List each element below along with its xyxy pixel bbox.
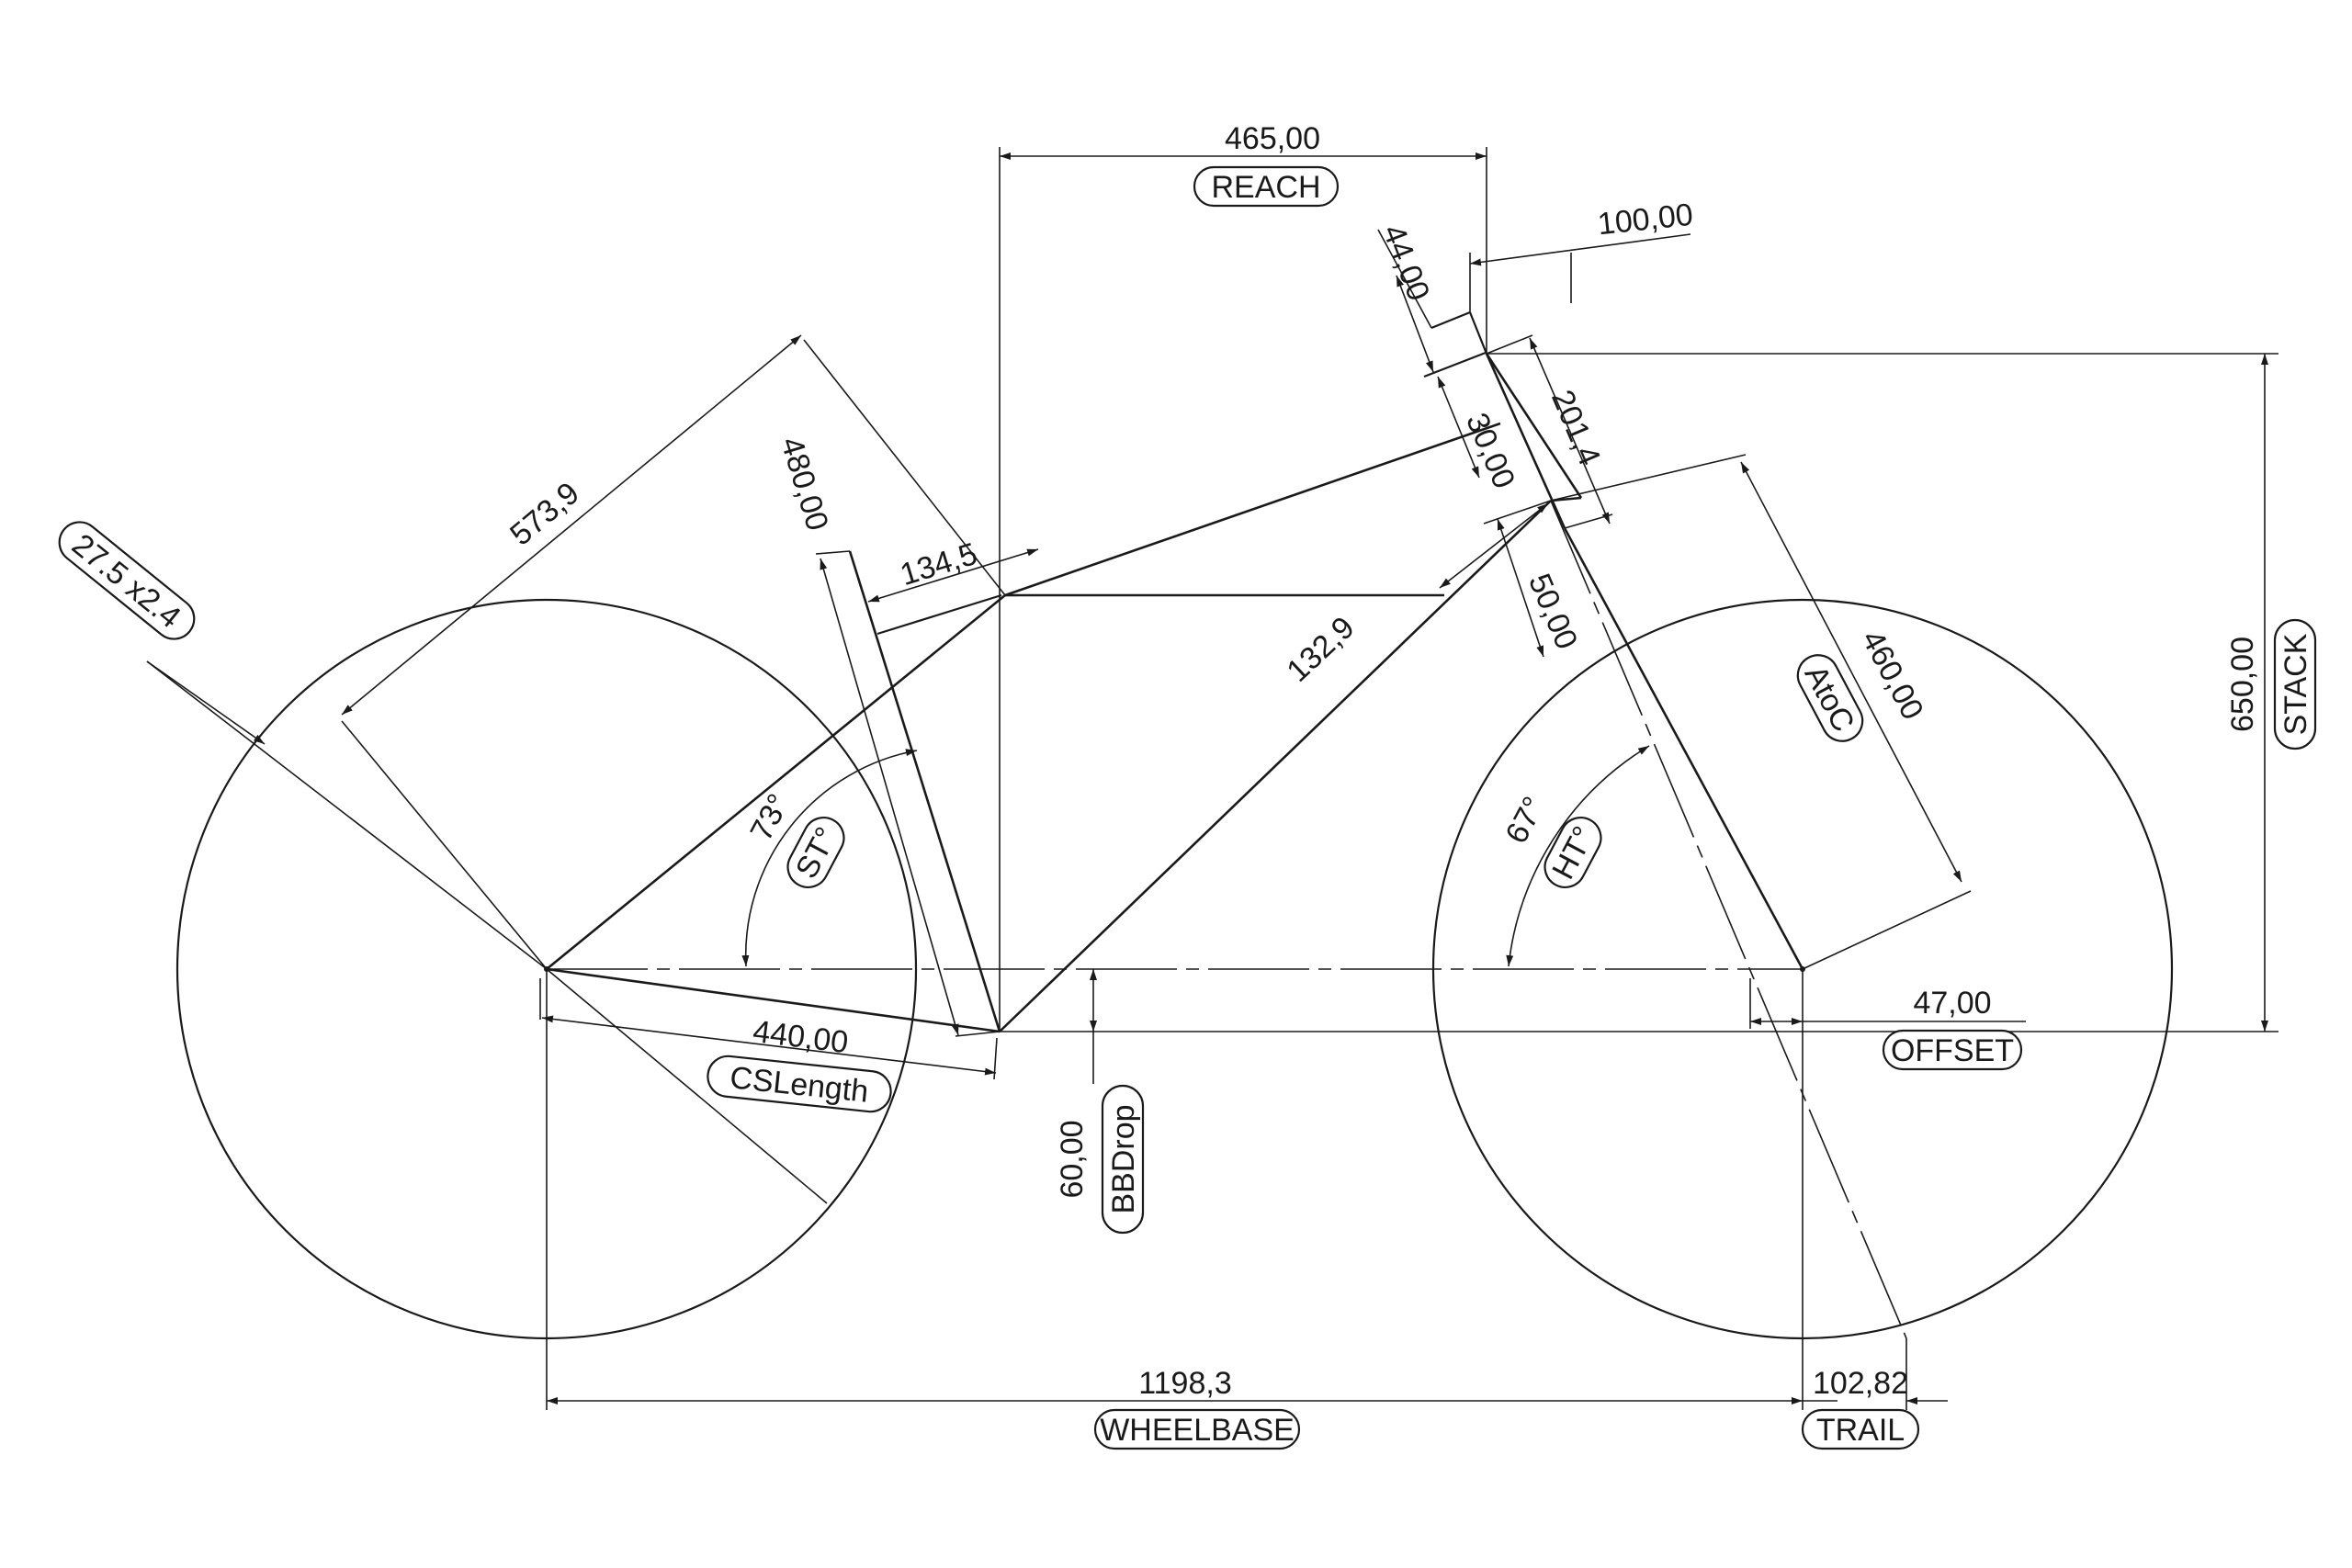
chainstay-label: CSLength — [729, 1060, 870, 1110]
seat-tube — [848, 550, 1001, 1032]
dim-atoc — [1740, 461, 1962, 883]
dim-201 — [1529, 337, 1611, 525]
dim-50 — [1497, 518, 1544, 658]
fork-offset-value: 47,00 — [1913, 986, 1991, 1021]
ext-573-a — [341, 720, 548, 970]
stack-label: STACK — [2278, 633, 2313, 735]
dim-tire-leader — [146, 660, 266, 745]
tire-size-label-box: 27.5 x2.4 — [58, 521, 196, 640]
steerer-top — [1468, 311, 1488, 355]
dim-573 — [341, 334, 802, 716]
wheelbase-value: 1198,3 — [1138, 1366, 1231, 1401]
bbdrop-value: 60,00 — [1055, 1120, 1090, 1198]
chainstay-value: 440,00 — [751, 1014, 850, 1060]
stack-label-box: STACK — [2273, 618, 2317, 750]
atoc-value: 460,00 — [1855, 625, 1930, 726]
ext-tire-leader — [146, 660, 548, 970]
top-tube-main — [1004, 422, 1501, 597]
center-lines — [547, 500, 2278, 1339]
trail-value: 102,82 — [1813, 1366, 1908, 1401]
chainstay-label-box: CSLength — [707, 1055, 892, 1113]
extension-lines — [146, 147, 2278, 1410]
down-tube — [999, 500, 1552, 1032]
trail-label-box: TRAIL — [1801, 1408, 1920, 1450]
arc-seat-angle — [741, 749, 918, 967]
dimension-values: 465,00 100,00 44,00 201,4 30,00 50,00 48… — [503, 121, 2260, 1401]
reach-label-box: REACH — [1193, 165, 1340, 208]
frame — [546, 310, 1804, 1033]
spacer-44-value: 44,00 — [1375, 220, 1436, 306]
seat-angle-label-box: ST° — [786, 817, 845, 888]
reach-label: REACH — [1211, 170, 1320, 205]
wheelbase-label: WHEELBASE — [1100, 1413, 1295, 1448]
reach-value: 465,00 — [1225, 121, 1320, 156]
ext-201-b — [1564, 513, 1613, 529]
fork-offset-label-box: OFFSET — [1882, 1029, 2023, 1071]
ext-201-a — [1486, 334, 1533, 355]
bbdrop-label: BBDrop — [1106, 1104, 1141, 1213]
dim-134 — [867, 548, 1039, 603]
wheelbase-label-box: WHEELBASE — [1093, 1408, 1301, 1450]
dimension-lines — [146, 152, 2268, 1404]
head-angle-value: 67° — [1498, 791, 1552, 849]
dim-stem — [1469, 233, 1691, 266]
ext-480-a — [815, 550, 851, 555]
downtube-132-value: 132,9 — [1280, 610, 1361, 689]
dim-132 — [1439, 502, 1549, 589]
seat-angle-value: 73° — [743, 788, 797, 846]
head-angle-label-box: HT° — [1544, 817, 1602, 888]
fork-blade — [1563, 527, 1804, 970]
trail-label: TRAIL — [1816, 1413, 1905, 1448]
seat-tube-480-value: 480,00 — [774, 434, 835, 536]
fork-offset-label: OFFSET — [1891, 1033, 2014, 1068]
dim-chainstay — [541, 1015, 997, 1076]
atoc-label-box: AtoC — [1796, 654, 1864, 742]
offset-134-value: 134,5 — [897, 536, 981, 592]
dim-44 — [1396, 275, 1434, 373]
stack-value: 650,00 — [2225, 637, 2260, 732]
arc-head-angle — [1506, 745, 1650, 967]
ext-480-b — [955, 1031, 1001, 1037]
dim-30 — [1437, 376, 1480, 479]
top-573-value: 573,9 — [503, 476, 586, 553]
steerer-top-cap — [1430, 310, 1471, 330]
ext-50-a — [1483, 500, 1552, 525]
seatstay — [546, 593, 1006, 971]
steering-axis — [1550, 500, 1907, 1339]
dimension-labels: REACH 27.5 x2.4 ST° HT° AtoC STACK CSLen… — [58, 165, 2317, 1450]
bbdrop-label-box: BBDrop — [1101, 1084, 1145, 1235]
spacer-line — [1423, 351, 1487, 378]
tire-size-label: 27.5 x2.4 — [65, 527, 187, 636]
ext-atoc-b — [1802, 890, 1972, 970]
lower-50-value: 50,00 — [1521, 569, 1584, 654]
ext-rear-radius — [546, 968, 828, 1204]
